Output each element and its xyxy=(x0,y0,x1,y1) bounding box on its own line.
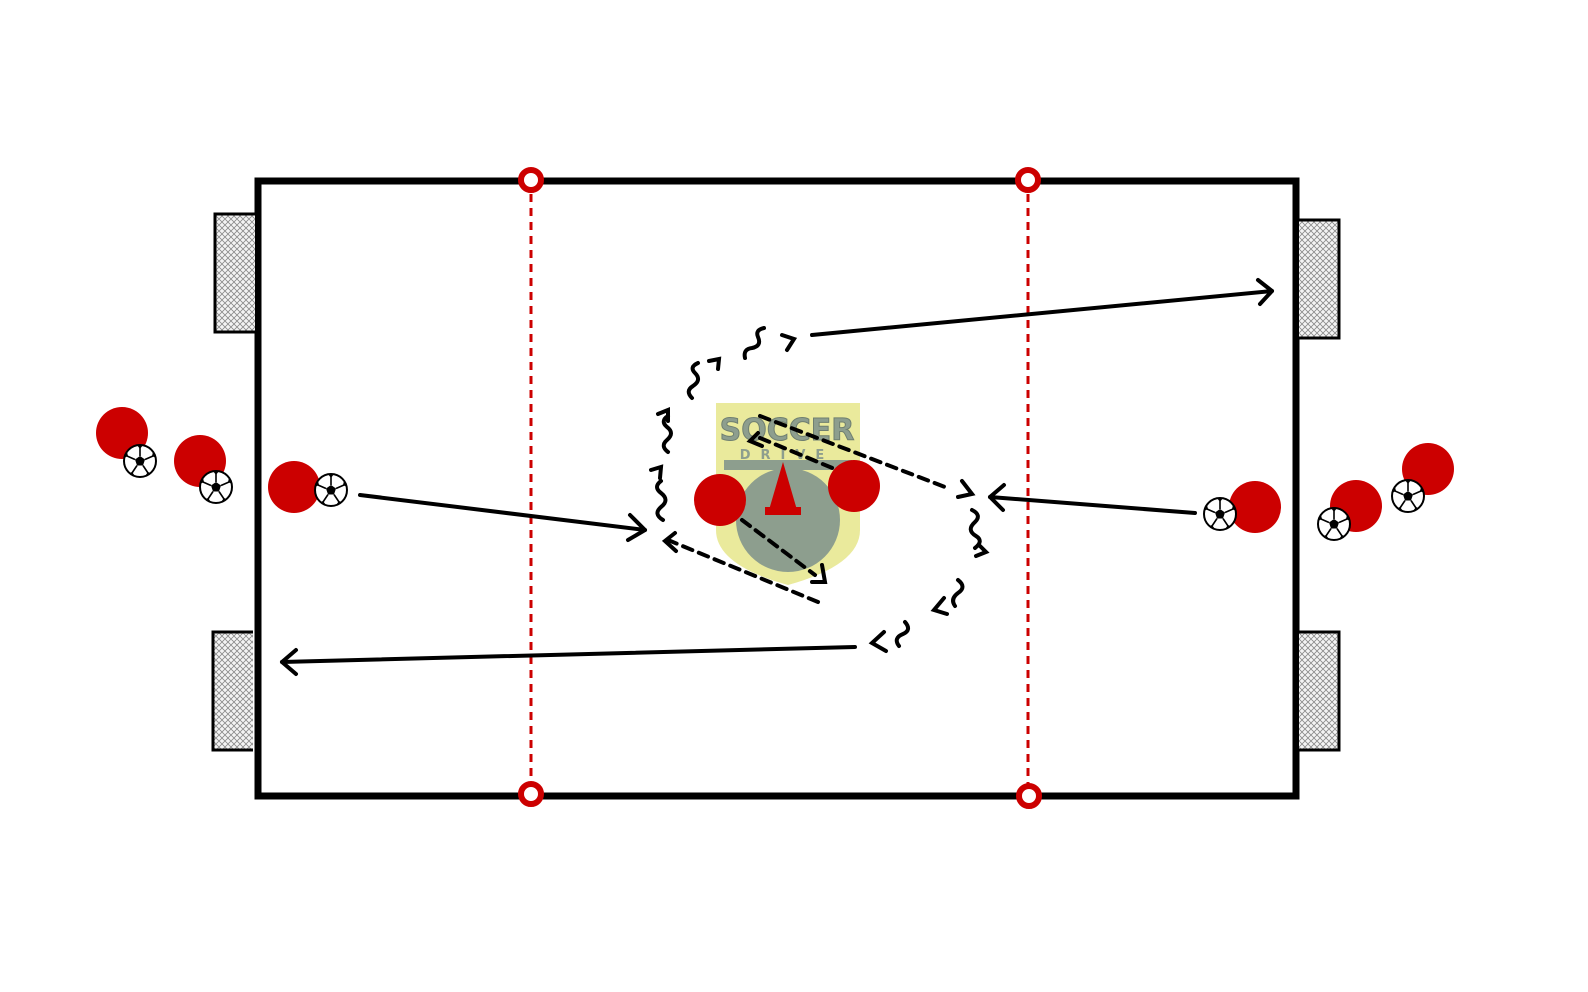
soccer-ball-icon xyxy=(314,473,348,507)
run-arrowheads xyxy=(661,431,976,584)
pass-arrow xyxy=(358,493,647,532)
goal-net-icon xyxy=(213,212,255,334)
run-line xyxy=(758,436,844,474)
soccer-ball-icon xyxy=(123,444,157,478)
run-line xyxy=(758,414,947,489)
soccer-ball-icon xyxy=(199,470,233,504)
player-runs xyxy=(666,414,947,604)
zone-marker xyxy=(518,167,544,193)
zone-marker xyxy=(518,781,544,807)
goal-net-icon xyxy=(1299,218,1341,340)
logo-emblem xyxy=(736,468,840,572)
cone-icon xyxy=(765,462,801,515)
player xyxy=(1229,481,1281,533)
pass-arrows xyxy=(280,278,1274,676)
zone-marker xyxy=(1015,167,1041,193)
run-line xyxy=(666,538,820,604)
pass-arrow xyxy=(810,289,1274,337)
field-boundary xyxy=(254,177,1300,800)
logo-subtitle: DRIVE xyxy=(740,448,835,463)
player xyxy=(694,474,746,526)
soccer-ball-icon xyxy=(1317,507,1351,541)
logo-text-band xyxy=(718,407,858,459)
soccer-ball-icon xyxy=(1391,479,1425,513)
dribble-paths xyxy=(649,326,990,653)
pass-arrow xyxy=(280,645,857,664)
player xyxy=(828,460,880,512)
goal-net-icon xyxy=(1299,630,1341,752)
zone-marker xyxy=(1016,783,1042,809)
player xyxy=(268,461,320,513)
zone-markers xyxy=(518,167,1042,809)
run-line xyxy=(740,518,817,577)
pass-arrow xyxy=(988,495,1197,515)
soccer-ball-icon xyxy=(1203,497,1237,531)
goal-net-icon xyxy=(211,630,253,752)
